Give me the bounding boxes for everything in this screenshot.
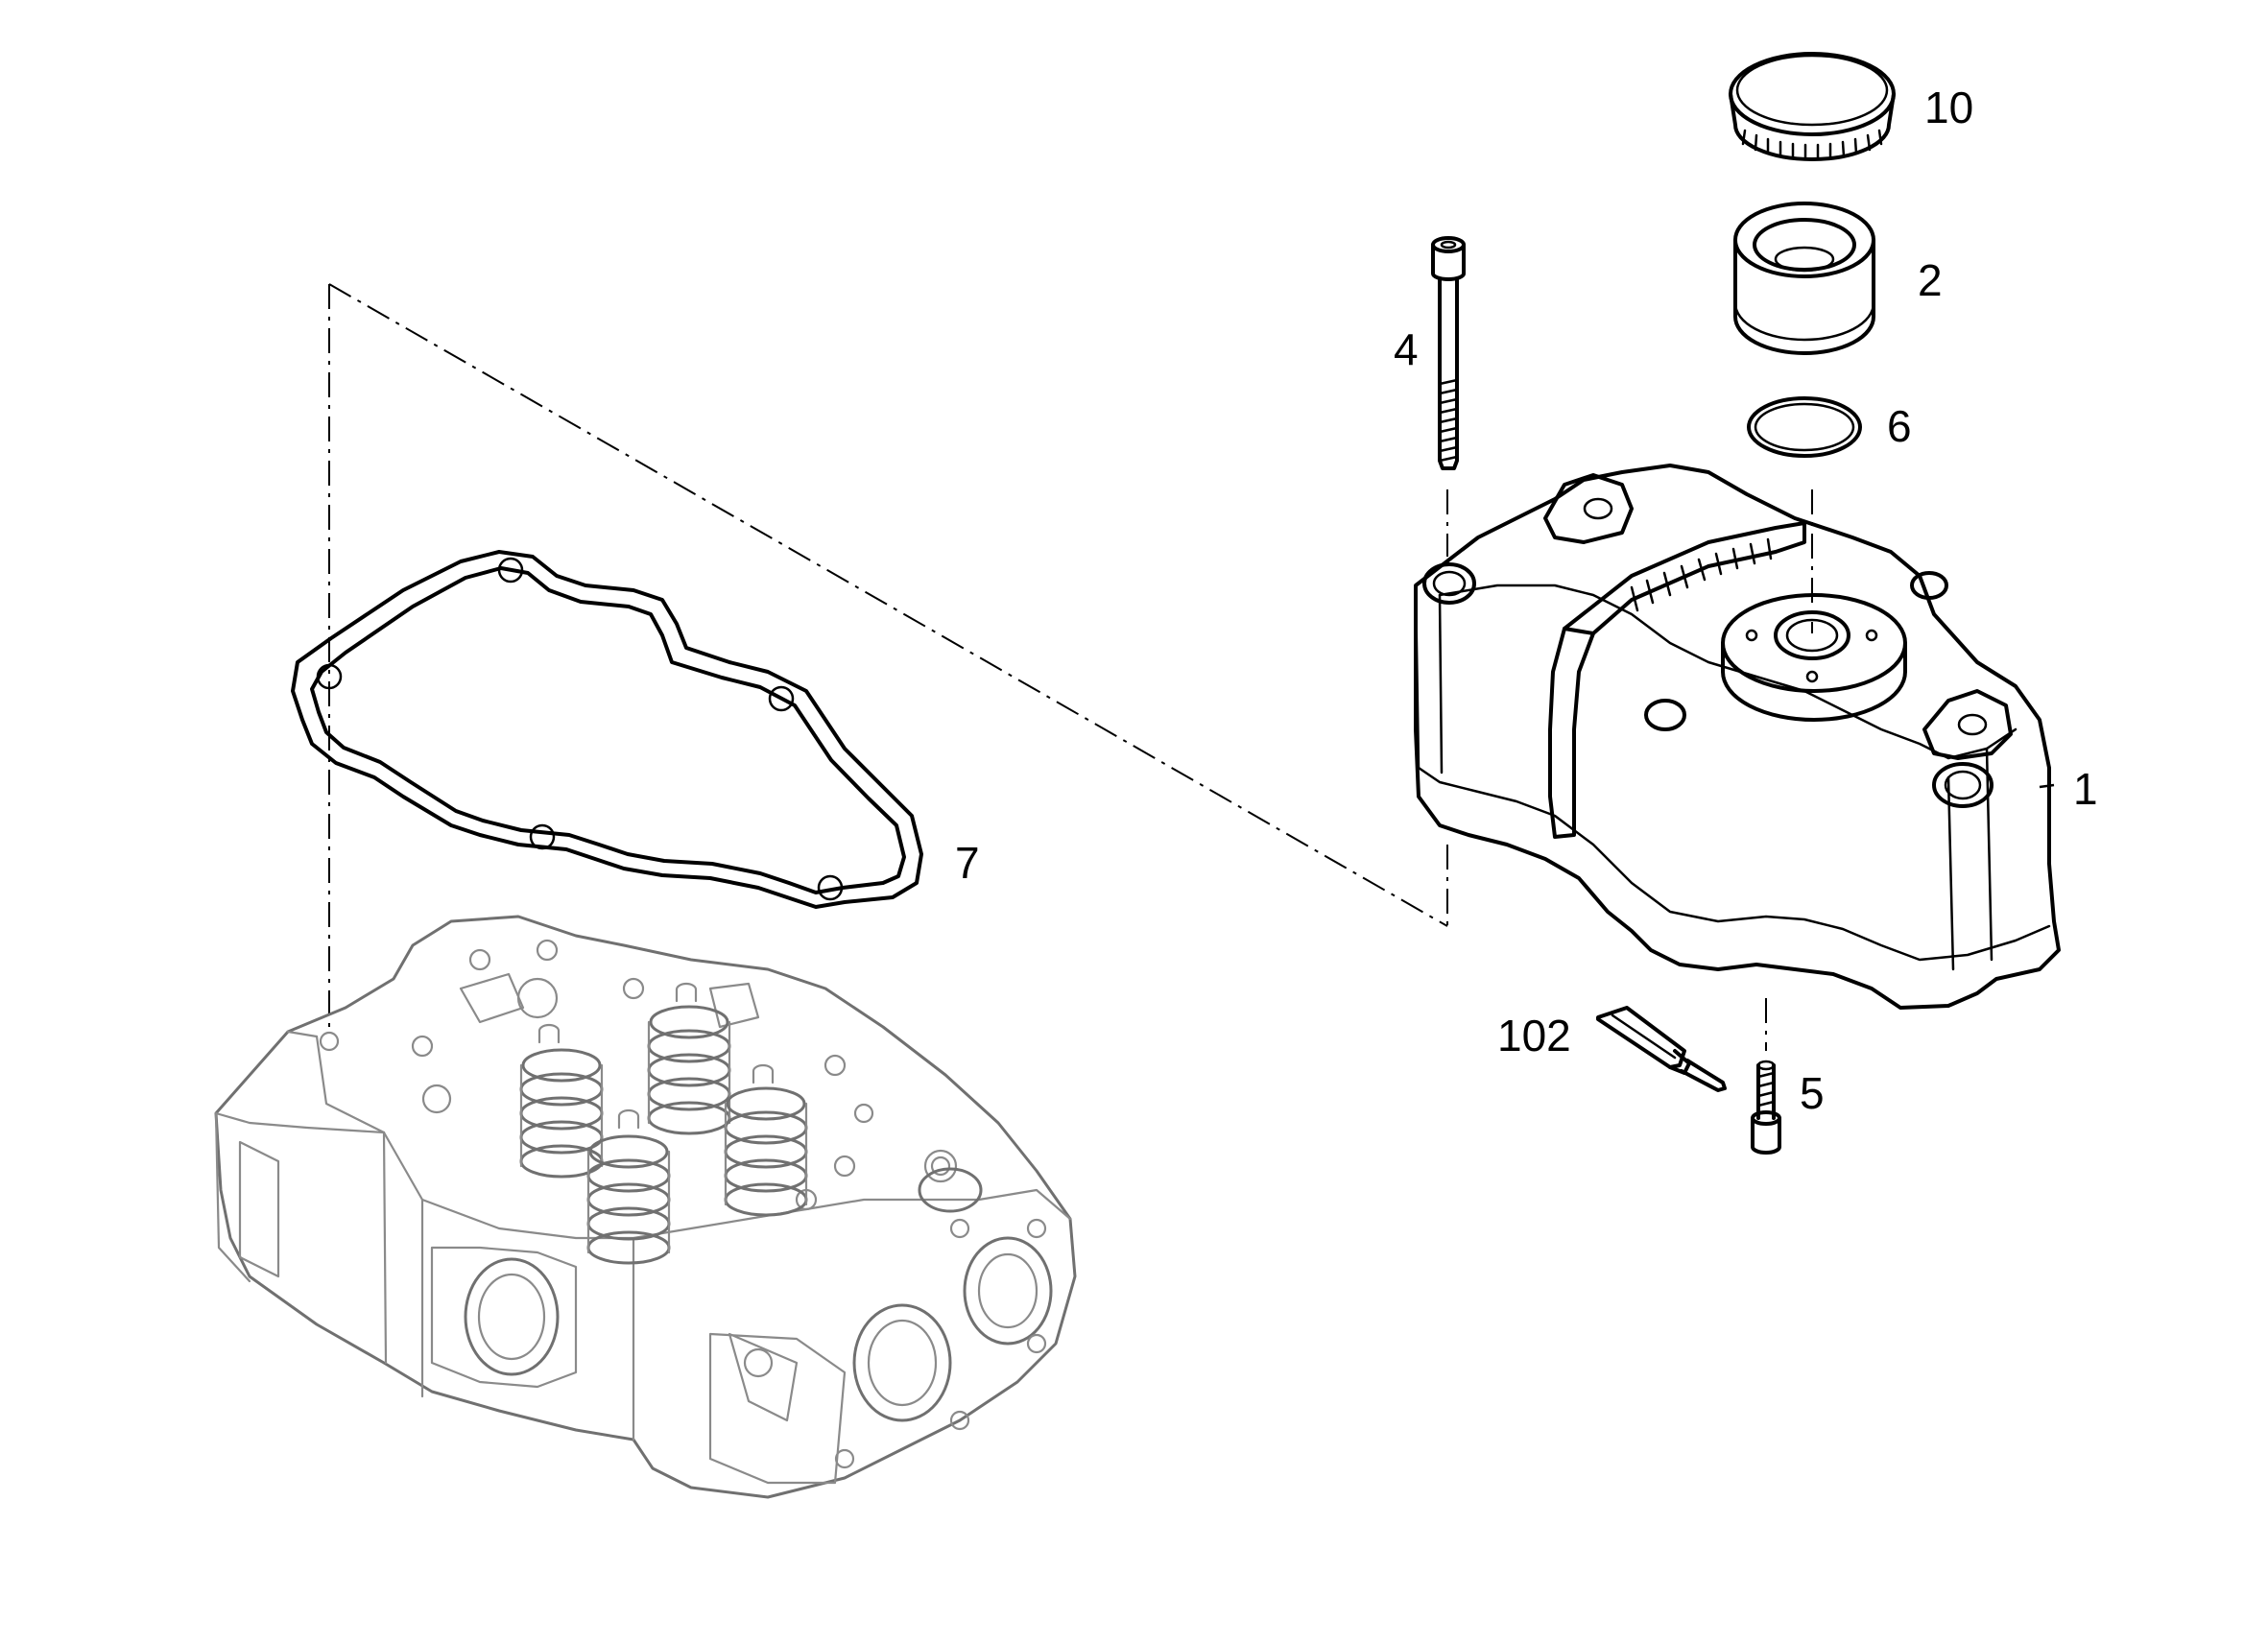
callout-labels: 10 2 4 6 1 7 102 5	[955, 83, 2098, 1118]
gasket-part-7	[291, 550, 923, 909]
callout-7: 7	[955, 838, 980, 888]
callout-6: 6	[1887, 401, 1912, 451]
screw-part-5	[1751, 1060, 1781, 1155]
callout-5: 5	[1800, 1068, 1825, 1118]
sealant-tube-part-102	[1596, 1006, 1727, 1092]
o-ring-part-6	[1747, 396, 1862, 458]
cylinder-head-illustration	[214, 915, 1077, 1499]
callout-2: 2	[1918, 255, 1943, 305]
valve-cover-part-1	[1414, 464, 2061, 1010]
leader-lines	[2039, 783, 2055, 789]
cap-part-10	[1729, 52, 1896, 161]
insert-part-2	[1733, 202, 1875, 355]
callout-102: 102	[1497, 1011, 1571, 1060]
callout-10: 10	[1924, 83, 1973, 132]
callout-1: 1	[2073, 764, 2098, 814]
valve-springs	[519, 982, 808, 1265]
cap-knurl	[1741, 129, 1883, 161]
callout-4: 4	[1394, 324, 1419, 374]
assembly-guide-lines	[328, 283, 1813, 1051]
cover-band-lettering	[1630, 537, 1773, 612]
bolt-part-4	[1431, 236, 1466, 470]
